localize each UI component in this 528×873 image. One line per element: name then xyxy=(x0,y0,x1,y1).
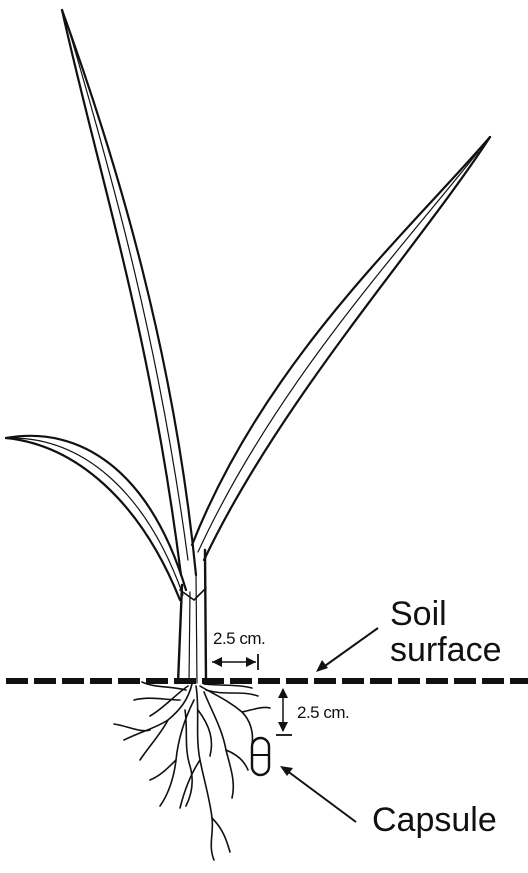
left-leaf xyxy=(6,436,186,600)
capsule-arrow xyxy=(280,766,356,822)
capsule-label: Capsule xyxy=(372,803,497,837)
right-leaf xyxy=(192,137,490,560)
depth-distance-label: 2.5 cm. xyxy=(297,704,349,721)
roots xyxy=(114,682,270,860)
horizontal-distance-label: 2.5 cm. xyxy=(213,630,265,647)
depth-dimension xyxy=(276,688,292,735)
horizontal-dimension xyxy=(212,654,258,670)
tall-leaf xyxy=(62,10,196,575)
soil-label-line2: surface xyxy=(390,633,502,667)
soil-label-line1: Soil xyxy=(390,597,447,631)
stem xyxy=(178,550,206,683)
capsule-icon xyxy=(252,738,269,775)
soil-surface-arrow xyxy=(316,628,378,672)
